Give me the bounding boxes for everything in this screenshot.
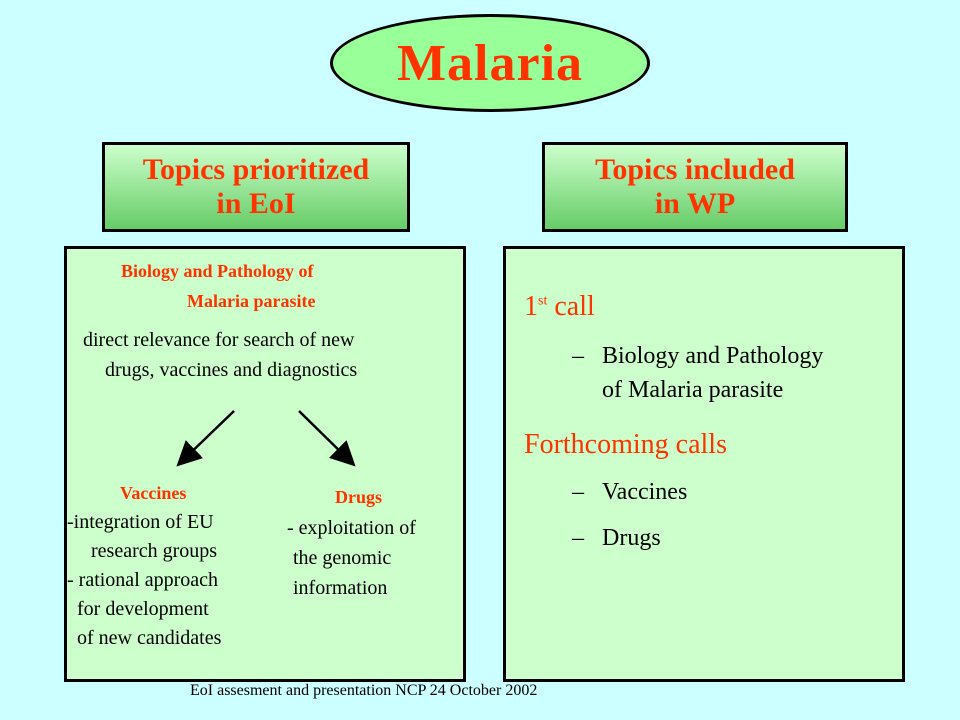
title-ellipse: Malaria xyxy=(330,14,650,112)
left-desc-line2: drugs, vaccines and diagnostics xyxy=(105,359,358,381)
first-call-word: call xyxy=(554,291,595,322)
forthcoming-item-vaccines: Vaccines xyxy=(602,479,688,505)
forthcoming-item-drugs: Drugs xyxy=(602,525,661,551)
header-topics-prioritized: Topics prioritized in EoI xyxy=(102,142,410,232)
drugs-line-2: the genomic xyxy=(293,547,392,569)
forthcoming-dash-1: – xyxy=(572,479,584,505)
header-right-line2: in WP xyxy=(654,187,736,220)
header-right-line1: Topics included xyxy=(595,153,795,186)
arrow-to-vaccines xyxy=(176,410,235,467)
forthcoming-calls: Forthcoming calls xyxy=(524,429,727,460)
first-call-number: 1 xyxy=(524,291,538,322)
vaccines-line-3: - rational approach xyxy=(67,569,219,591)
footer-note: EoI assesment and presentation NCP 24 Oc… xyxy=(190,682,538,699)
first-item-dash: – xyxy=(572,343,584,369)
arrows-diagram xyxy=(176,410,356,467)
page-title: Malaria xyxy=(396,34,584,92)
first-item-line1: Biology and Pathology xyxy=(602,343,824,369)
header-left-line2: in EoI xyxy=(216,187,296,220)
header-left-line1: Topics prioritized xyxy=(142,153,370,186)
right-panel: 1st call – Biology and Pathology of Mala… xyxy=(503,246,905,682)
header-topics-included: Topics included in WP xyxy=(542,142,848,232)
drugs-line-3: information xyxy=(293,577,388,599)
left-desc-line1: direct relevance for search of new xyxy=(83,329,355,351)
vaccines-line-4: for development xyxy=(77,598,209,620)
left-heading-line2: Malaria parasite xyxy=(187,291,316,311)
forthcoming-dash-2: – xyxy=(572,525,584,551)
drugs-label: Drugs xyxy=(335,487,383,507)
vaccines-line-1: -integration of EU xyxy=(67,511,214,533)
arrow-to-drugs xyxy=(298,410,356,467)
vaccines-line-2: research groups xyxy=(91,540,218,562)
vaccines-label: Vaccines xyxy=(120,483,187,503)
first-call: 1st call xyxy=(524,291,595,323)
drugs-line-1: - exploitation of xyxy=(287,517,416,539)
first-item-line2: of Malaria parasite xyxy=(602,377,784,403)
left-panel: Biology and Pathology of Malaria parasit… xyxy=(64,246,466,682)
left-heading-line1: Biology and Pathology of xyxy=(121,261,314,281)
vaccines-line-5: of new candidates xyxy=(77,627,222,649)
first-call-superscript: st xyxy=(538,293,548,309)
